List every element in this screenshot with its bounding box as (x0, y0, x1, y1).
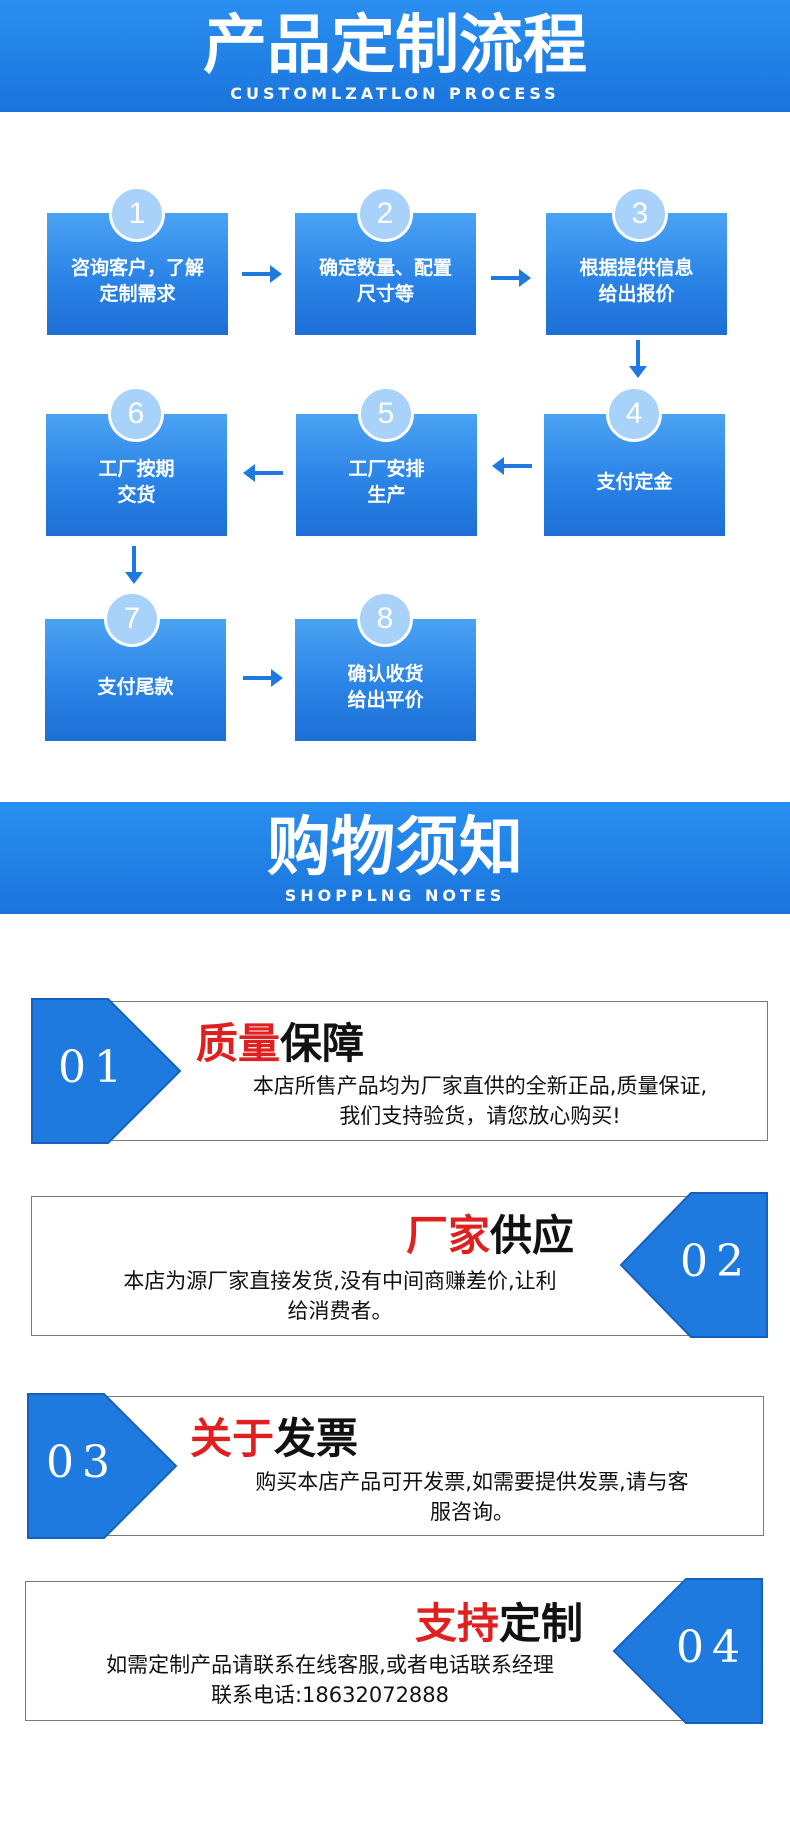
note-02-title-red: 厂家 (406, 1211, 491, 1260)
step-8-line2: 给出平价 (347, 689, 424, 711)
step-4-number: 4 (606, 386, 662, 442)
note-01-number: 01 (58, 1042, 130, 1093)
notes-banner (0, 802, 790, 914)
note-01-title-black: 保障 (280, 1019, 365, 1068)
arrow-right-icon (491, 269, 531, 287)
notes-title: 购物须知 (267, 811, 523, 885)
step-3-line2: 给出报价 (598, 283, 675, 305)
arrow-down-icon (629, 340, 647, 378)
arrow-down-icon (125, 546, 143, 584)
step-5-box: 工厂安排 生产 (296, 414, 477, 536)
note-03-text: 购买本店产品可开发票,如需要提供发票,请与客 服咨询。 (192, 1467, 752, 1527)
step-7-line1: 支付尾款 (97, 676, 174, 698)
note-01-text: 本店所售产品均为厂家直供的全新正品,质量保证, 我们支持验货，请您放心购买! (200, 1071, 760, 1131)
note-02-line1: 本店为源厂家直接发货,没有中间商赚差价,让利 (123, 1269, 557, 1293)
step-4-line1: 支付定金 (596, 471, 673, 493)
step-5-number: 5 (358, 386, 414, 442)
note-04-number: 04 (676, 1622, 748, 1673)
note-03-title-black: 发票 (274, 1414, 359, 1463)
note-04-title: 支持定制 (415, 1590, 583, 1651)
note-03-badge (27, 1393, 178, 1539)
note-03-line2: 服咨询。 (430, 1500, 514, 1524)
note-03-number: 03 (46, 1437, 118, 1488)
step-3-line1: 根据提供信息 (579, 257, 694, 279)
note-04-title-black: 定制 (499, 1599, 584, 1648)
note-03-title: 关于发票 (190, 1405, 358, 1466)
note-02-badge (619, 1192, 768, 1338)
note-02-number: 02 (680, 1236, 752, 1287)
process-banner (0, 0, 790, 112)
arrow-left-icon (492, 457, 532, 475)
arrow-right-icon (243, 669, 283, 687)
step-7-number: 7 (104, 591, 160, 647)
step-2-line1: 确定数量、配置 (318, 257, 452, 279)
note-04-title-red: 支持 (415, 1599, 500, 1648)
arrow-left-icon (243, 464, 283, 482)
note-04-line1: 如需定制产品请联系在线客服,或者电话联系经理 (106, 1653, 554, 1677)
step-2-box: 确定数量、配置 尺寸等 (295, 213, 476, 335)
note-01-line2: 我们支持验货，请您放心购买! (339, 1104, 621, 1128)
step-8-line1: 确认收货 (347, 663, 424, 685)
step-5-line2: 生产 (367, 484, 406, 506)
notes-subtitle: SHOPPLNG NOTES (284, 886, 506, 905)
step-6-box: 工厂按期 交货 (46, 414, 227, 536)
note-02-line2: 给消费者。 (287, 1299, 393, 1323)
step-3-number: 3 (612, 186, 668, 242)
process-subtitle: CUSTOMLZATLON PROCESS (230, 84, 560, 103)
note-01-title-red: 质量 (196, 1019, 281, 1068)
note-01-line1: 本店所售产品均为厂家直供的全新正品,质量保证, (252, 1074, 708, 1098)
note-04-text: 如需定制产品请联系在线客服,或者电话联系经理 联系电话:18632072888 (60, 1650, 600, 1710)
step-1-number: 1 (109, 186, 165, 242)
step-8-number: 8 (357, 591, 413, 647)
step-1-line1: 咨询客户，了解 (70, 257, 204, 279)
note-02-title: 厂家供应 (406, 1202, 574, 1263)
note-01-title: 质量保障 (196, 1010, 364, 1071)
note-04-line2: 联系电话:18632072888 (210, 1683, 450, 1707)
note-03-line1: 购买本店产品可开发票,如需要提供发票,请与客 (255, 1470, 689, 1494)
note-01-badge (31, 998, 182, 1144)
step-2-number: 2 (357, 186, 413, 242)
step-6-line1: 工厂按期 (98, 458, 175, 480)
process-title: 产品定制流程 (203, 9, 587, 83)
arrow-right-icon (242, 265, 282, 283)
step-5-line1: 工厂安排 (348, 458, 425, 480)
note-04-badge (612, 1578, 763, 1724)
note-03-title-red: 关于 (190, 1414, 275, 1463)
step-6-number: 6 (108, 386, 164, 442)
step-1-line2: 定制需求 (99, 283, 176, 305)
note-02-title-black: 供应 (490, 1211, 575, 1260)
step-2-line2: 尺寸等 (356, 283, 414, 305)
note-02-text: 本店为源厂家直接发货,没有中间商赚差价,让利 给消费者。 (70, 1266, 610, 1326)
step-6-line2: 交货 (117, 484, 156, 506)
